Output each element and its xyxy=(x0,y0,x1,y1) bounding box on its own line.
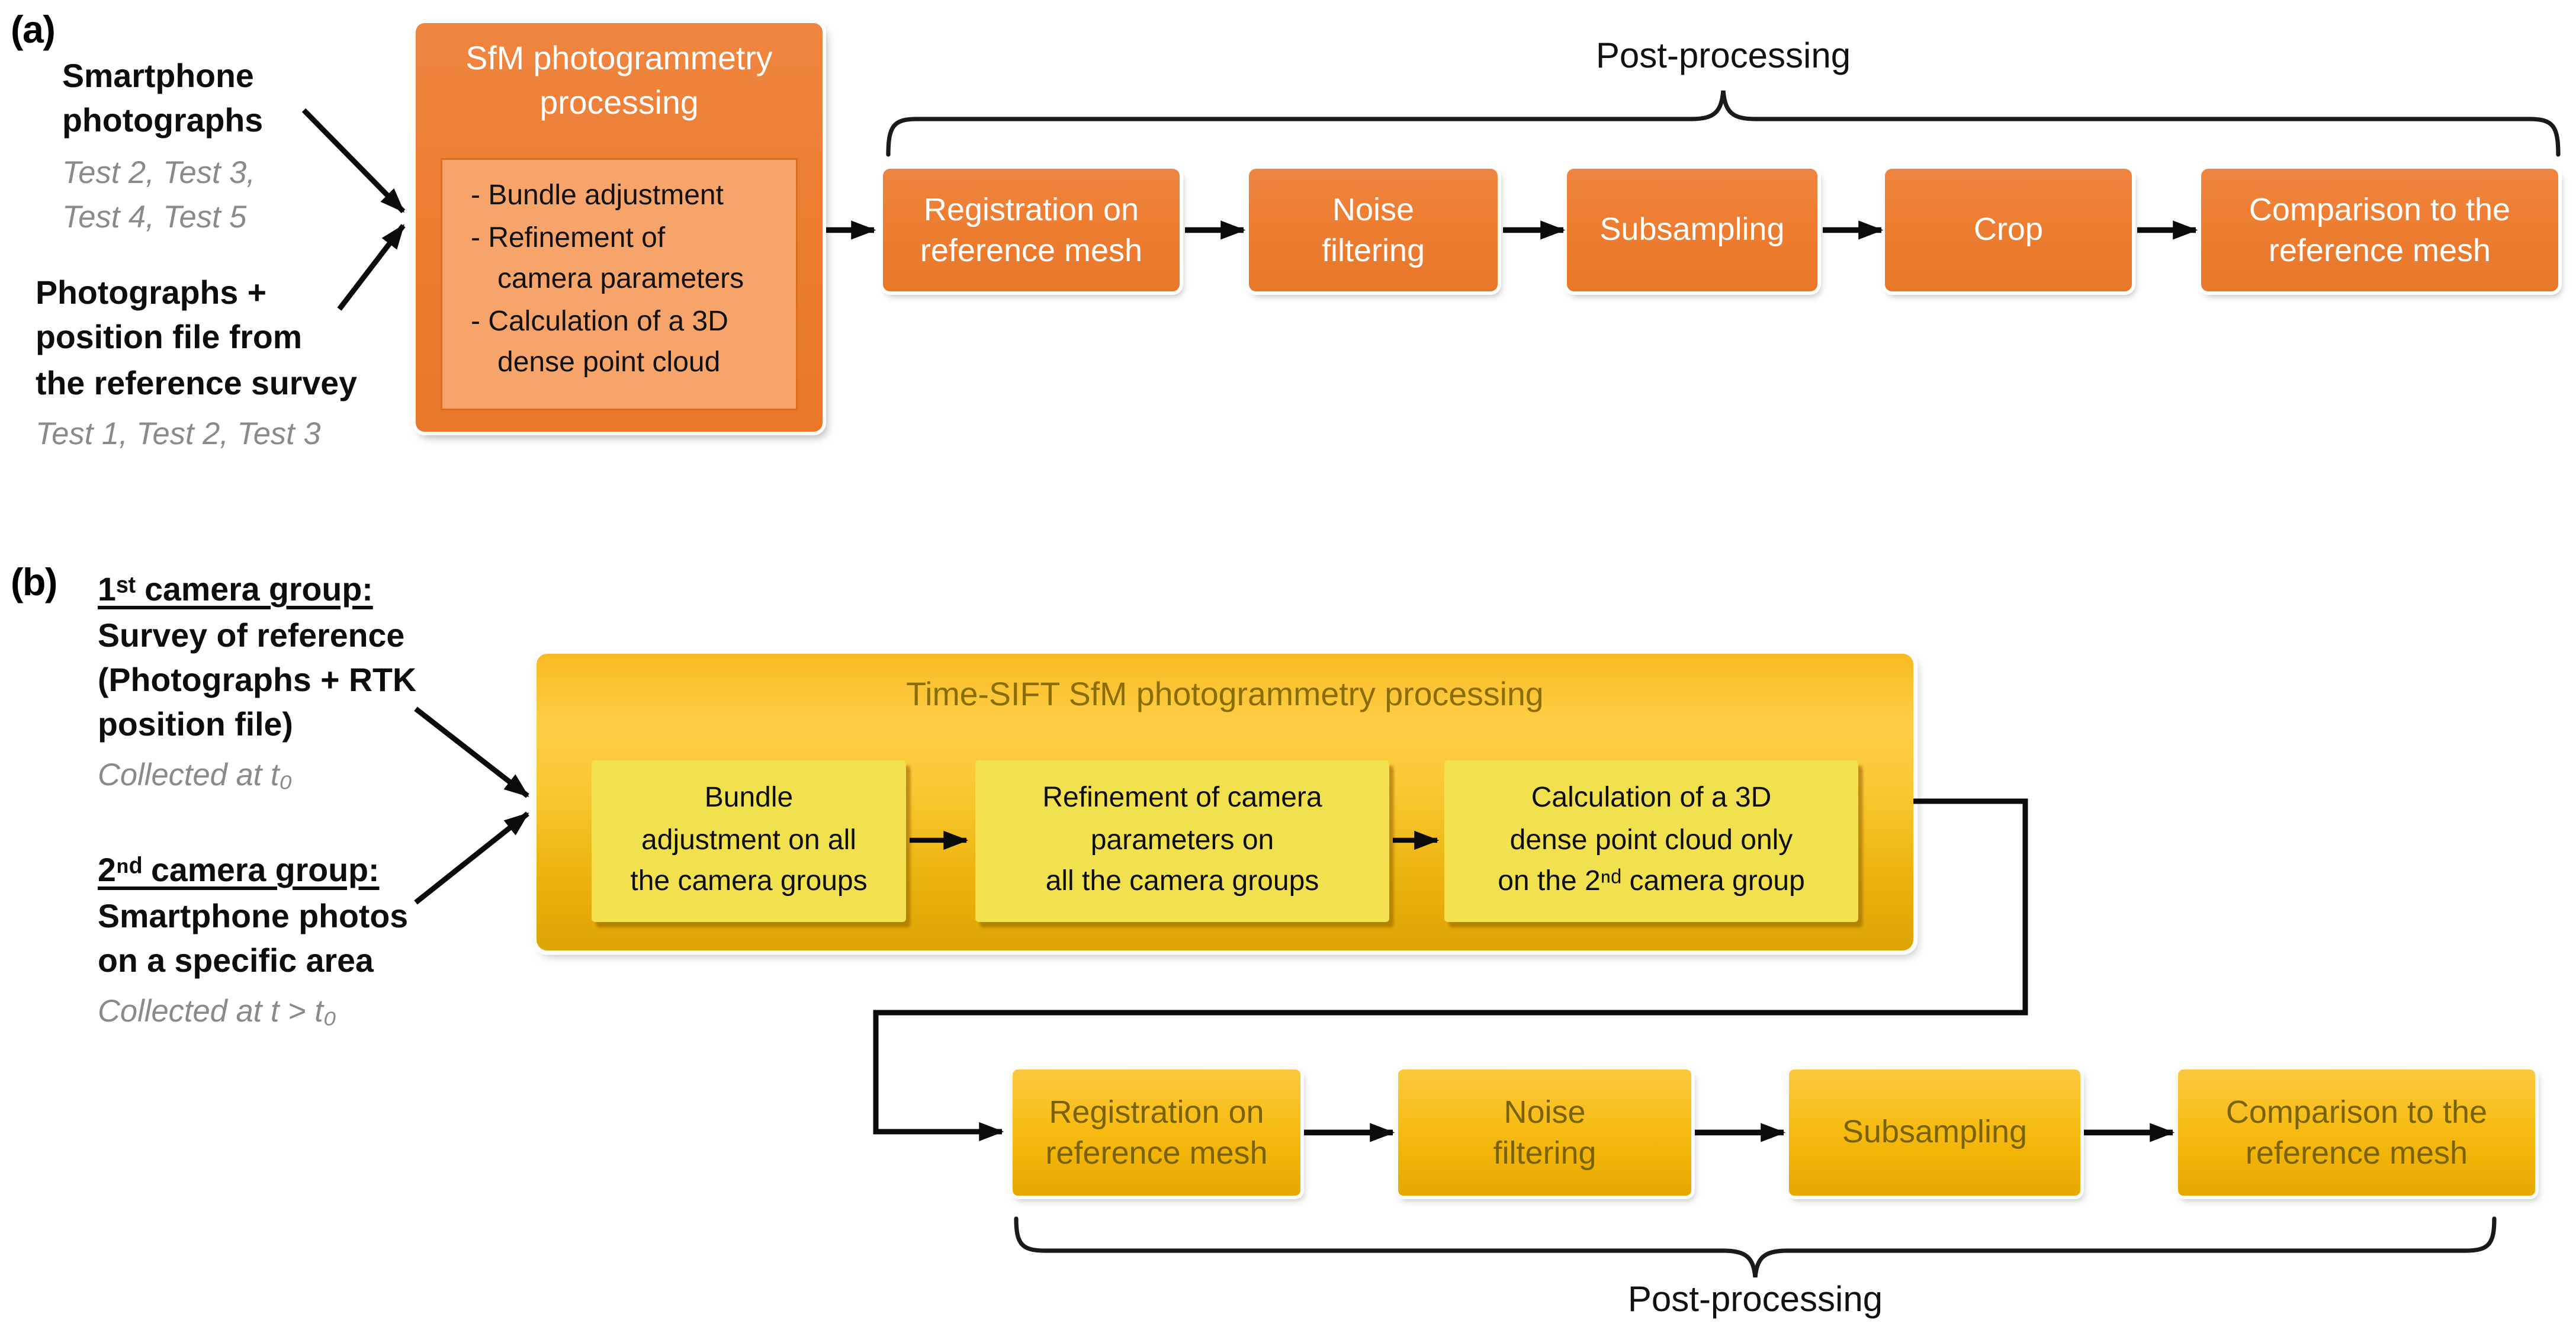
panel-a-label: (a) xyxy=(11,9,56,52)
step-label: Registration on reference mesh xyxy=(1045,1093,1268,1170)
step-label: Noise filtering xyxy=(1493,1093,1597,1170)
input-first-camera-group: 1ˢᵗ camera group: Survey of reference(Ph… xyxy=(98,567,416,799)
step-label: Comparison to the reference mesh xyxy=(2249,191,2511,268)
step-label: Comparison to the reference mesh xyxy=(2225,1093,2488,1170)
step-label: Registration on reference mesh xyxy=(920,191,1143,268)
step-noise-filtering-b: Noise filtering xyxy=(1398,1069,1691,1196)
step-label: Subsampling xyxy=(1599,211,1785,247)
panel-b-label: (b) xyxy=(11,561,57,604)
step-comparison-b: Comparison to the reference mesh xyxy=(2178,1069,2535,1196)
arrow-input-top-a xyxy=(301,108,406,214)
step-registration-b: Registration on reference mesh xyxy=(1013,1069,1300,1196)
post-processing-brace-a xyxy=(886,90,2561,157)
camera-group-heading: 1ˢᵗ camera group: xyxy=(98,570,373,608)
step-comparison-a: Comparison to the reference mesh xyxy=(2201,169,2558,291)
collected-note: Collected at t > t₀ xyxy=(98,993,336,1029)
sfm-processing-steps: - Bundle adjustment- Refinement of camer… xyxy=(441,158,798,410)
input-tests-note: Test 2, Test 3,Test 4, Test 5 xyxy=(62,153,255,235)
step-subsampling-b: Subsampling xyxy=(1789,1069,2080,1196)
step-label: Subsampling xyxy=(1842,1114,2028,1149)
time-sift-title: Time-SIFT SfM photogrammetry processing xyxy=(906,675,1544,712)
input-tests-note: Test 1, Test 2, Test 3 xyxy=(36,415,321,451)
step-label: Crop xyxy=(1973,211,2043,247)
step-subsampling-a: Subsampling xyxy=(1567,169,1817,291)
step-crop-a: Crop xyxy=(1885,169,2132,291)
step-label: Noise filtering xyxy=(1321,191,1425,268)
camera-group-heading: 2ⁿᵈ camera group: xyxy=(98,851,380,888)
arrow-input-bottom-b xyxy=(414,811,529,905)
post-processing-label-b: Post-processing xyxy=(1627,1281,1883,1320)
post-processing-label-a: Post-processing xyxy=(1595,37,1851,76)
post-processing-brace-b xyxy=(1014,1216,2497,1278)
arrow-input-top-b xyxy=(414,706,529,798)
step-registration-a: Registration on reference mesh xyxy=(883,169,1180,291)
collected-note: Collected at t₀ xyxy=(98,757,293,794)
step-noise-filtering-a: Noise filtering xyxy=(1249,169,1498,291)
